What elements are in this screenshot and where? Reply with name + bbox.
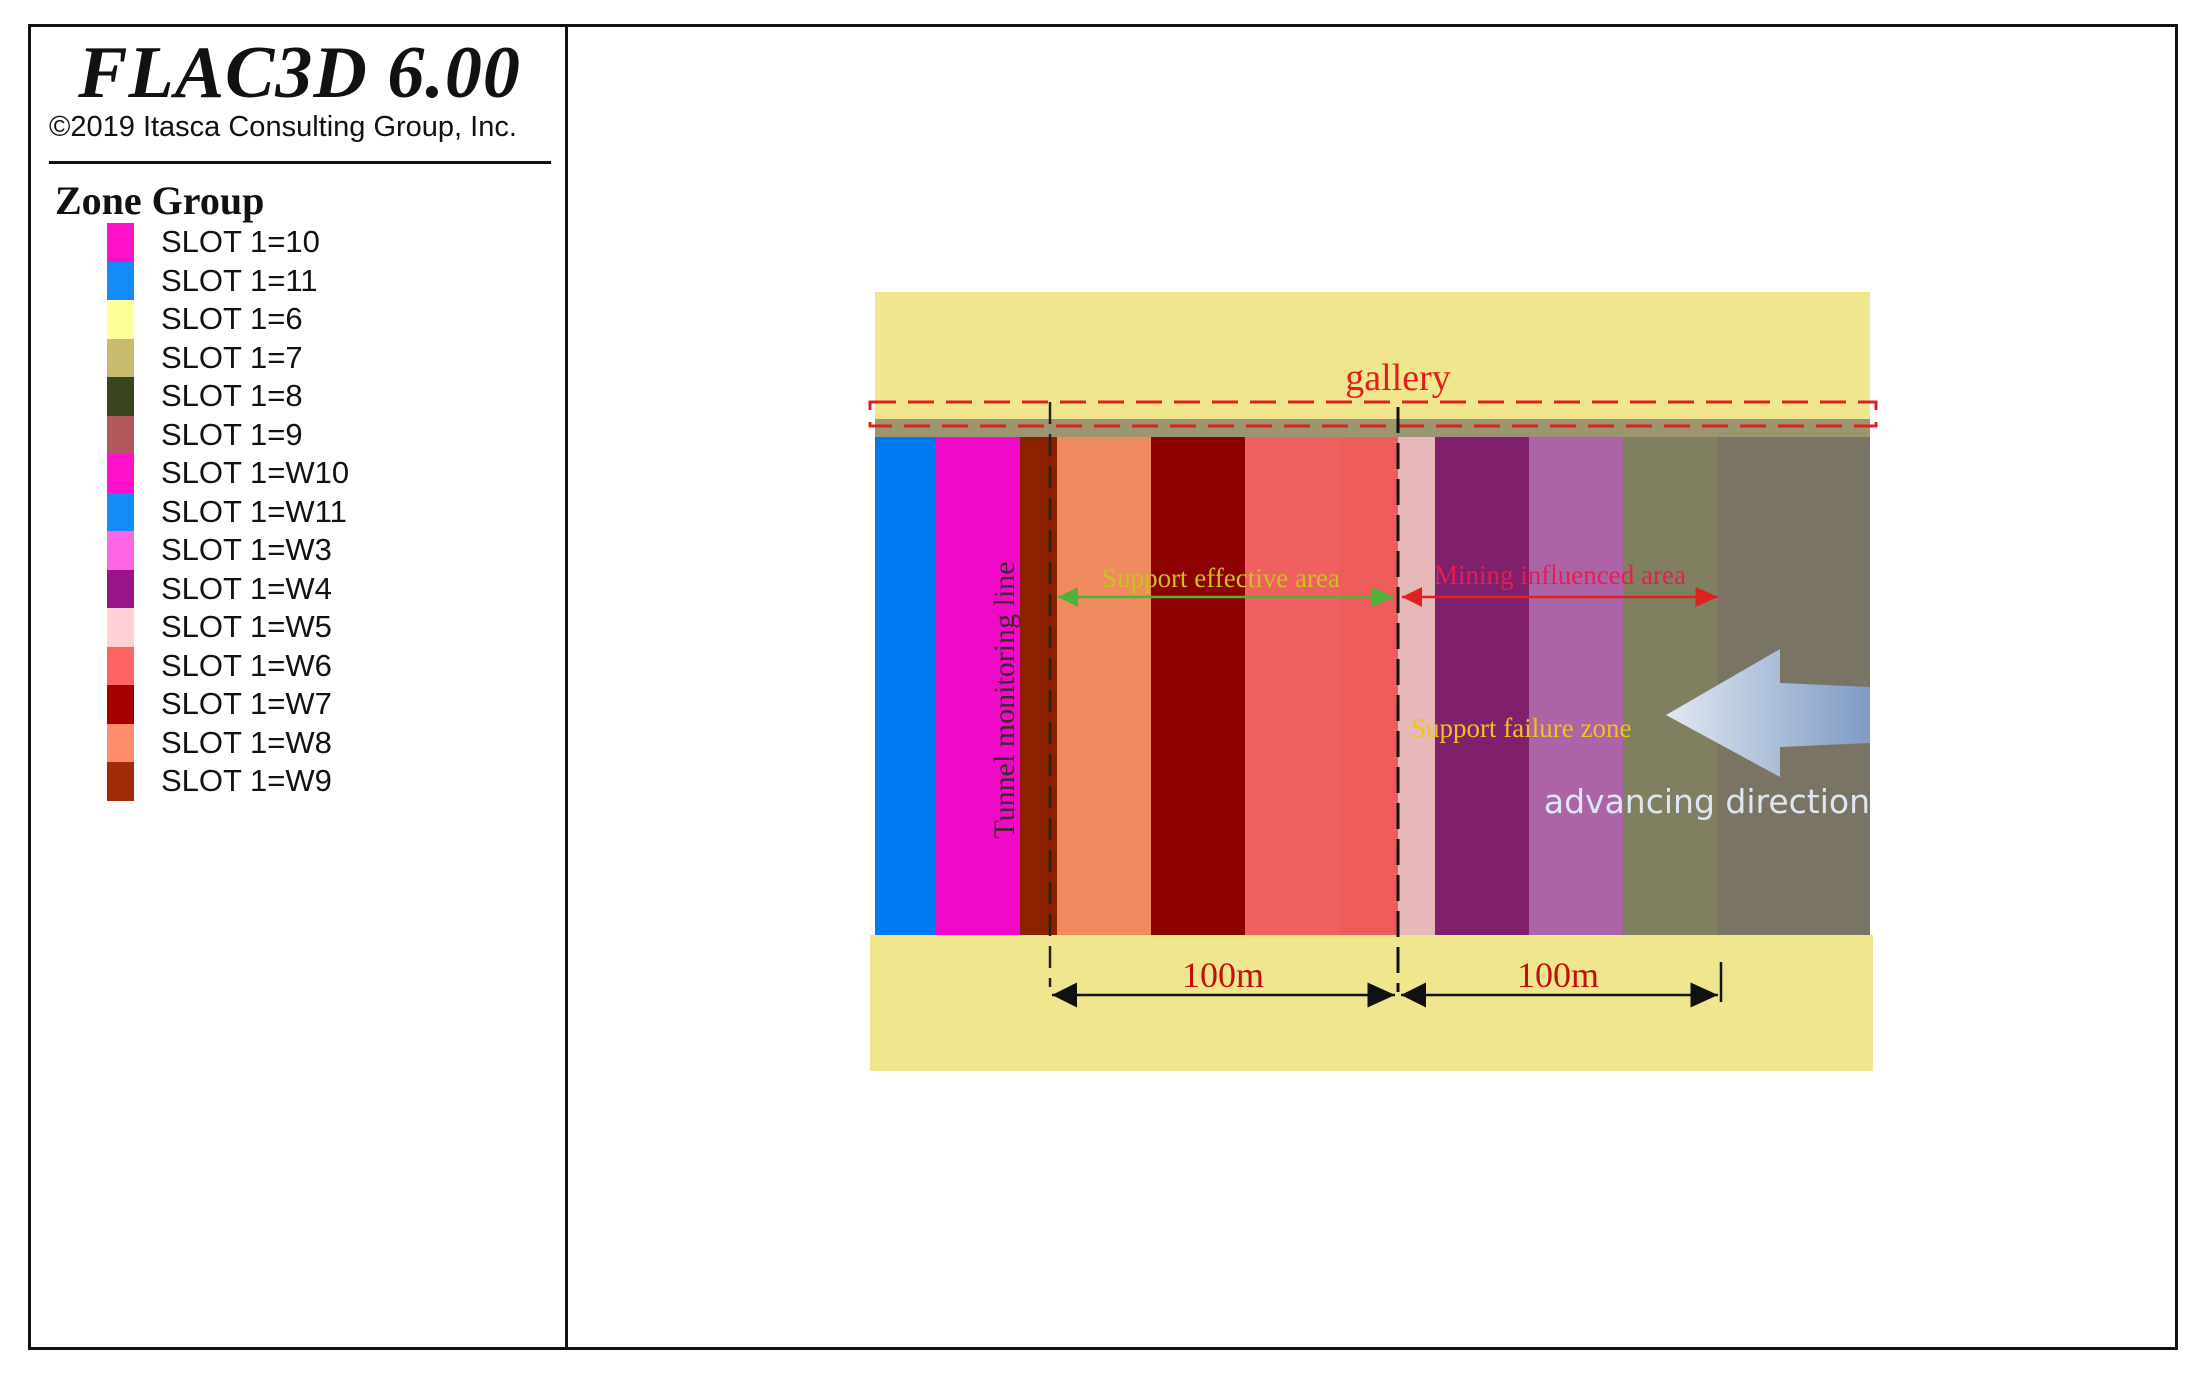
zone-strip	[1151, 437, 1245, 935]
gallery-box	[868, 400, 1878, 428]
legend-label: SLOT 1=W3	[161, 532, 332, 567]
zone-strip	[1339, 437, 1398, 935]
zone-strips	[875, 437, 1870, 935]
legend-label: SLOT 1=W4	[161, 570, 332, 606]
legend-label: SLOT 1=11	[161, 262, 318, 298]
advancing-direction-label: advancing direction	[1544, 782, 1870, 821]
legend-label: SLOT 1=W11	[161, 493, 347, 529]
legend-swatch	[107, 646, 134, 685]
zone-strip	[1435, 437, 1529, 935]
legend-label: SLOT 1=9	[161, 416, 303, 452]
support-effective-label: Support effective area	[1102, 563, 1340, 593]
legend-divider	[49, 161, 551, 164]
zone-strip	[1020, 437, 1057, 935]
model-diagram: gallery Tunnel monitoring line Support e…	[868, 292, 1878, 1071]
software-title: FLAC3D 6.00	[78, 32, 521, 114]
legend-label: SLOT 1=10	[161, 224, 320, 259]
legend-swatch	[107, 338, 134, 377]
legend-label: SLOT 1=6	[161, 301, 303, 336]
legend-swatch	[107, 569, 134, 608]
legend-label: SLOT 1=W6	[161, 647, 332, 683]
legend-swatch	[107, 300, 134, 339]
plot-frame: FLAC3D 6.00 ©2019 Itasca Consulting Grou…	[28, 24, 2178, 1350]
zone-strip	[1398, 437, 1435, 935]
legend-label: SLOT 1=8	[161, 378, 303, 413]
legend-swatch	[107, 762, 134, 801]
zone-strip	[1245, 437, 1339, 935]
support-failure-label: Support failure zone	[1411, 713, 1631, 743]
model-viewport[interactable]: gallery Tunnel monitoring line Support e…	[568, 27, 2175, 1347]
legend-panel: FLAC3D 6.00 ©2019 Itasca Consulting Grou…	[31, 27, 568, 1347]
zone-strip	[1529, 437, 1623, 935]
legend-label: SLOT 1=W10	[161, 455, 350, 490]
legend-swatch	[107, 261, 134, 300]
zone-strip	[1623, 437, 1718, 935]
legend-swatch	[107, 531, 134, 570]
legend-label: SLOT 1=W7	[161, 686, 332, 721]
tunnel-monitoring-label: Tunnel monitoring line	[988, 561, 1021, 838]
legend-swatch	[107, 415, 134, 454]
legend-swatch	[107, 377, 134, 416]
legend-title: Zone Group	[55, 178, 265, 223]
legend-swatch	[107, 608, 134, 647]
rock-lower	[870, 935, 1873, 1071]
advancing-arrow	[1666, 649, 1870, 777]
legend-swatch	[107, 223, 134, 262]
legend-label: SLOT 1=W9	[161, 763, 332, 798]
legend-swatch	[107, 454, 134, 493]
legend-swatch	[107, 685, 134, 724]
dimension-right-label: 100m	[1517, 955, 1599, 995]
mining-influenced-label: Mining influenced area	[1434, 560, 1686, 590]
legend-swatch	[107, 723, 134, 762]
dimension-left-label: 100m	[1182, 955, 1264, 995]
legend-swatch	[107, 492, 134, 531]
rock-upper	[875, 292, 1870, 422]
zone-strip	[875, 437, 936, 935]
legend-label: SLOT 1=7	[161, 339, 303, 375]
zone-strip	[1057, 437, 1151, 935]
legend-label: SLOT 1=W8	[161, 724, 332, 760]
copyright-text: ©2019 Itasca Consulting Group, Inc.	[49, 111, 517, 143]
gallery-label: gallery	[1345, 357, 1451, 399]
zone-strip	[936, 437, 1020, 935]
legend-label: SLOT 1=W5	[161, 609, 332, 644]
gallery-band	[875, 419, 1870, 437]
